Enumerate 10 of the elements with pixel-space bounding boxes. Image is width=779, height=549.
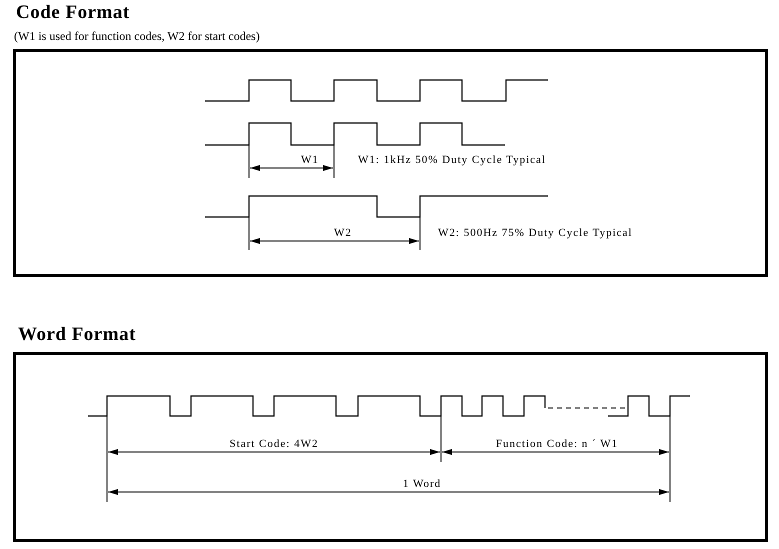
subtitle-text: (W1 is used for function codes, W2 for start codes) [14,29,260,43]
note-text: W1: 1kHz 50% Duty Cycle Typical [358,154,546,166]
dimension-label: Start Code: 4W2 [230,438,318,450]
dimension-label: 1 Word [402,478,442,490]
dimension-label: Function Code: n ´ W1 [496,438,618,450]
note-text: W2: 500Hz 75% Duty Cycle Typical [438,227,632,239]
dimension-label: W2 [334,227,352,239]
dimension-label: W1 [301,154,319,166]
section-heading: Code Format [16,2,130,24]
section-heading: Word Format [18,324,136,346]
